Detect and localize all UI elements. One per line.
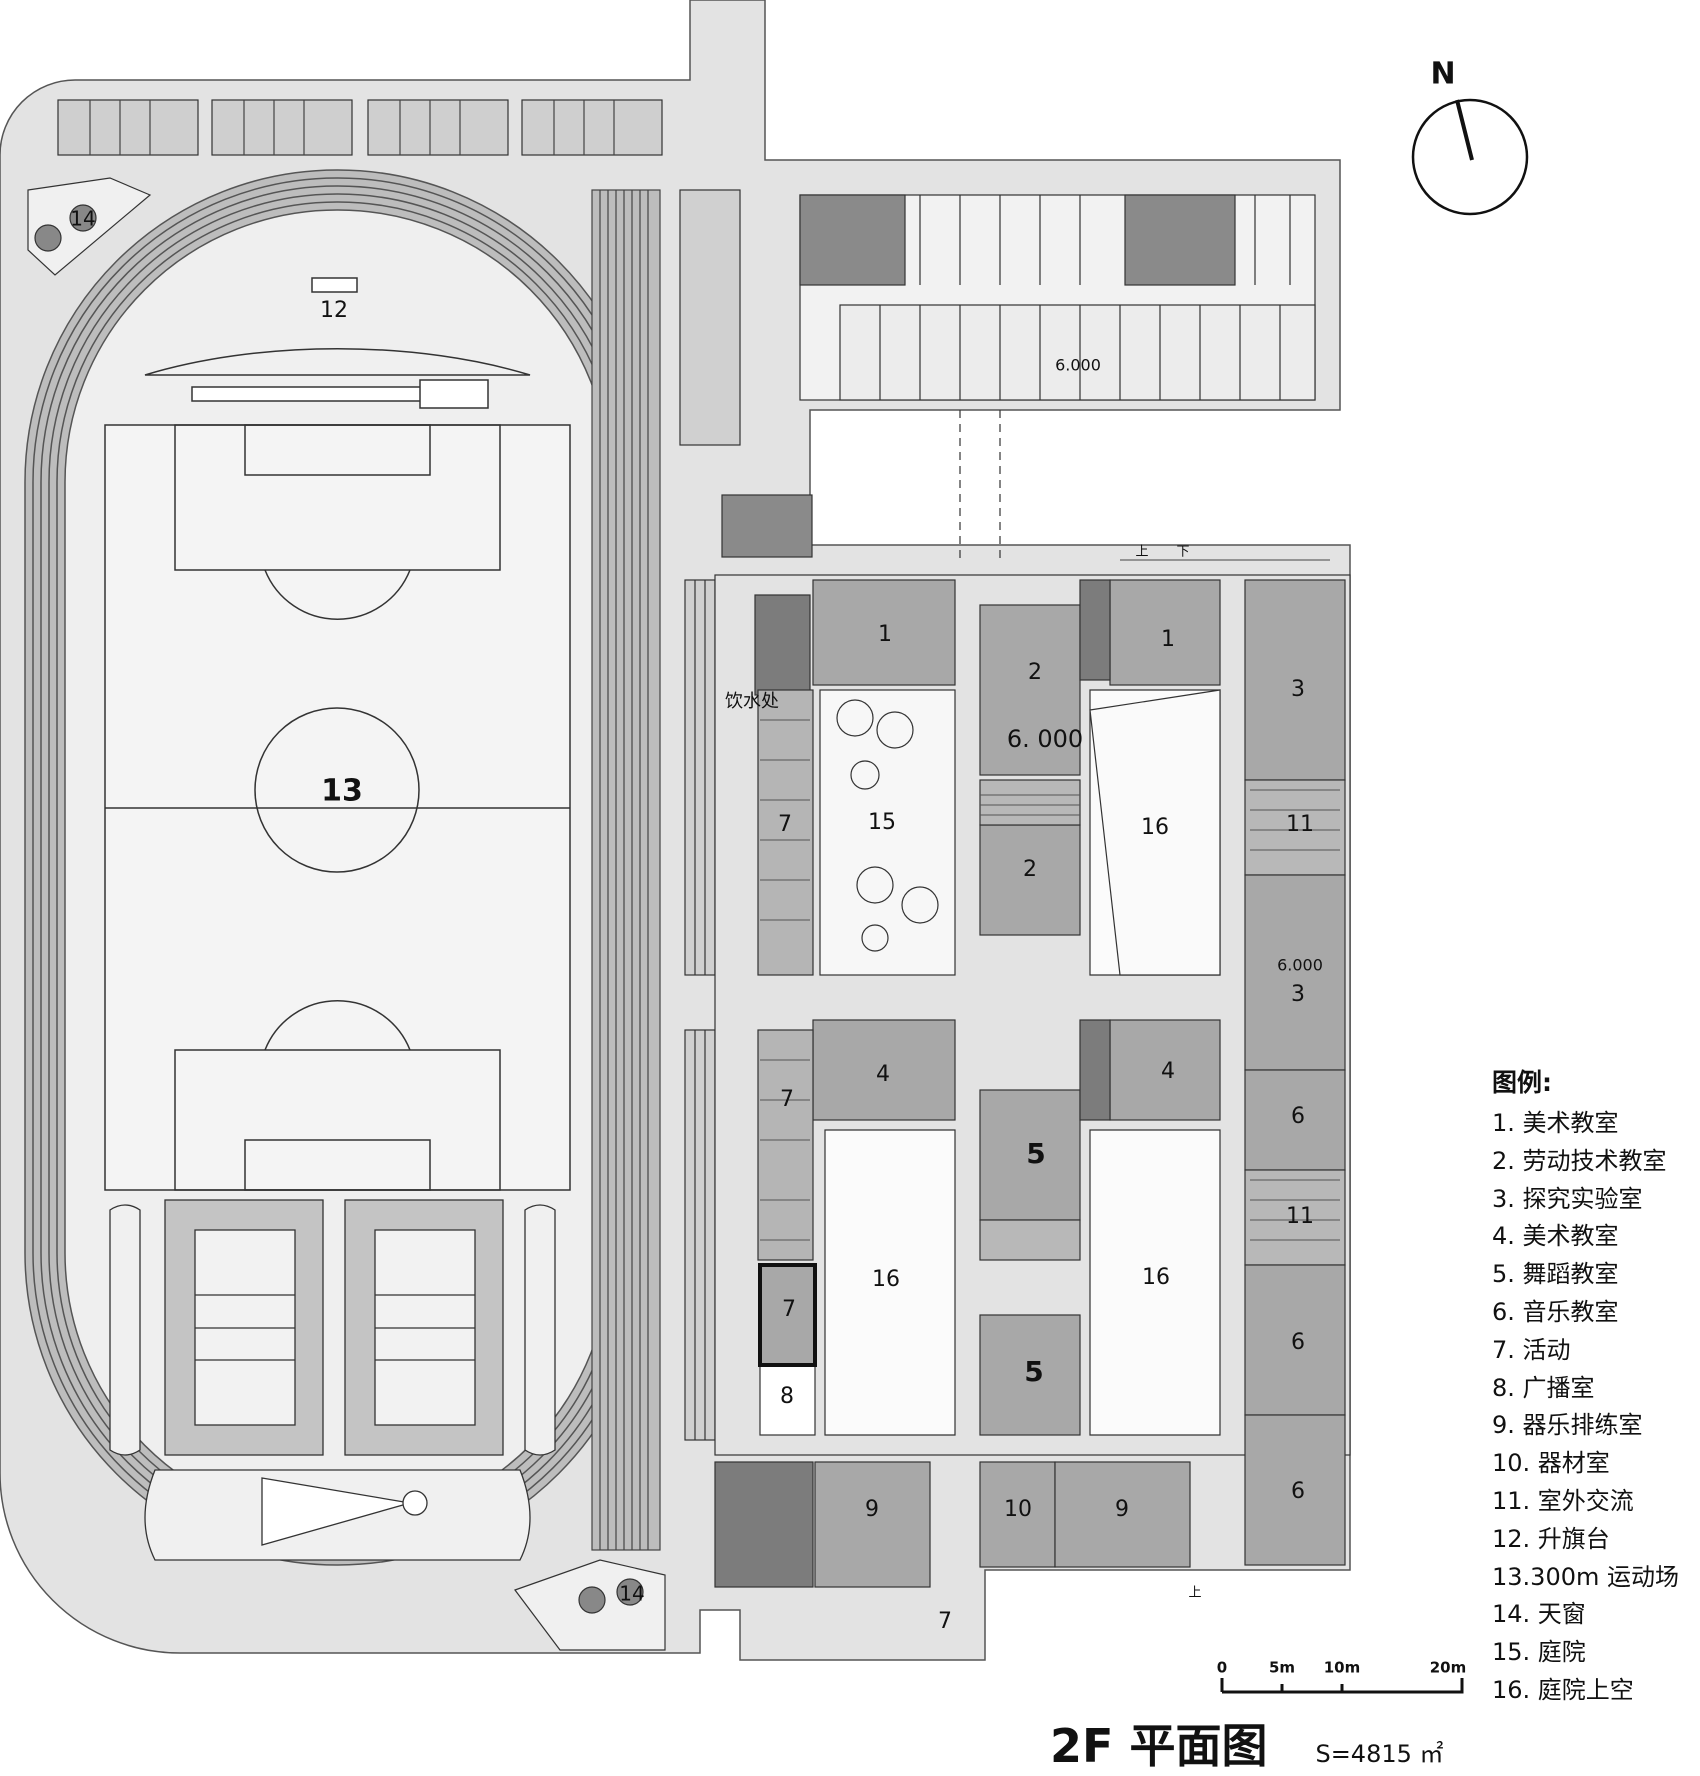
- label-room-7a: 7: [778, 812, 792, 837]
- plan-title-block: 2F 平面图 S=4815 ㎡: [1050, 1710, 1444, 1776]
- label-room-6b: 6: [1291, 1330, 1305, 1355]
- label-room-15: 15: [868, 810, 896, 835]
- label-room-6a: 6: [1291, 1104, 1305, 1129]
- label-room-12: 12: [320, 298, 348, 323]
- legend-item: 11. 室外交流: [1492, 1486, 1634, 1515]
- legend-title: 图例:: [1492, 1068, 1552, 1097]
- label-room-10: 10: [1004, 1497, 1032, 1522]
- scale-bar: 0 5m 10m 20m: [1217, 1659, 1467, 1694]
- legend-item: 6. 音乐教室: [1492, 1297, 1619, 1326]
- label-up-1: 上: [1135, 545, 1148, 560]
- sprint-lanes: [591, 189, 661, 1551]
- north-label: N: [1430, 57, 1455, 92]
- label-room-9b: 9: [1115, 1497, 1129, 1522]
- label-room-6c: 6: [1291, 1479, 1305, 1504]
- label-up-2: 上: [1188, 1586, 1201, 1601]
- label-drinking: 饮水处: [725, 691, 779, 712]
- label-room-7d: 7: [938, 1609, 952, 1634]
- label-room-13: 13: [321, 774, 363, 809]
- label-room-1b: 1: [1161, 627, 1175, 652]
- parking-strips: [57, 99, 663, 156]
- dorm-block: [799, 194, 1316, 560]
- legend-item: 14. 天窗: [1492, 1600, 1586, 1629]
- label-down-1: 下: [1176, 545, 1189, 560]
- legend-item: 16. 庭院上空: [1492, 1675, 1634, 1704]
- legend-item: 10. 器材室: [1492, 1449, 1610, 1478]
- label-elev-b: 6. 000: [1007, 725, 1083, 753]
- corridor-structures: [679, 189, 813, 1441]
- label-room-1a: 1: [878, 622, 892, 647]
- label-room-11b: 11: [1286, 1204, 1314, 1229]
- label-room-7b: 7: [780, 1087, 794, 1112]
- floor-area: S=4815 ㎡: [1315, 1740, 1444, 1768]
- legend: 图例: 1. 美术教室 2. 劳动技术教室 3. 探究实验室 4. 美术教室 5…: [1492, 1063, 1679, 1710]
- plan-labels: 1 1 2 2 3 3 4 4 5 5 6 6 6 7 7 7 7 8 9 9 …: [70, 207, 1323, 1635]
- label-room-2b: 2: [1023, 857, 1037, 882]
- legend-item: 12. 升旗台: [1492, 1524, 1610, 1553]
- legend-item: 8. 广播室: [1492, 1373, 1595, 1402]
- legend-item: 2. 劳动技术教室: [1492, 1146, 1667, 1175]
- volleyball-courts: [109, 1199, 556, 1561]
- label-room-3b: 3: [1291, 982, 1305, 1007]
- legend-item: 3. 探究实验室: [1492, 1184, 1643, 1213]
- north-arrow: N: [1411, 57, 1529, 216]
- label-elev-c: 6.000: [1277, 956, 1323, 975]
- courtyards: [819, 689, 1221, 1436]
- label-room-3a: 3: [1291, 677, 1305, 702]
- scale-tick-20m: 20m: [1430, 1659, 1467, 1677]
- legend-list: 1. 美术教室 2. 劳动技术教室 3. 探究实验室 4. 美术教室 5. 舞蹈…: [1492, 1105, 1679, 1710]
- rooms: [714, 579, 1346, 1588]
- label-room-16c: 16: [1142, 1265, 1170, 1290]
- label-room-16b: 16: [872, 1267, 900, 1292]
- label-room-11a: 11: [1286, 812, 1314, 837]
- label-elev-a: 6.000: [1055, 356, 1101, 375]
- label-room-5b: 5: [1024, 1355, 1043, 1388]
- stairs: [760, 559, 1340, 1241]
- label-room-2a: 2: [1028, 660, 1042, 685]
- label-room-4b: 4: [1161, 1059, 1175, 1084]
- football-pitch: [104, 277, 571, 1191]
- legend-item: 13.300m 运动场: [1492, 1562, 1679, 1591]
- scale-tick-5m: 5m: [1269, 1659, 1295, 1677]
- legend-item: 15. 庭院: [1492, 1638, 1586, 1667]
- legend-item: 7. 活动: [1492, 1335, 1571, 1364]
- label-room-16a: 16: [1141, 815, 1169, 840]
- label-room-9a: 9: [865, 1497, 879, 1522]
- label-room-8: 8: [780, 1384, 794, 1409]
- legend-item: 9. 器乐排练室: [1492, 1411, 1643, 1440]
- label-room-4a: 4: [876, 1062, 890, 1087]
- label-room-7c: 7: [782, 1297, 796, 1322]
- plan-title: 2F 平面图: [1050, 1719, 1268, 1773]
- scale-tick-10m: 10m: [1324, 1659, 1361, 1677]
- legend-item: 1. 美术教室: [1492, 1109, 1619, 1137]
- room-7-highlight: [758, 1263, 817, 1367]
- label-room-5a: 5: [1026, 1137, 1045, 1170]
- legend-item: 5. 舞蹈教室: [1492, 1260, 1619, 1289]
- scale-tick-0: 0: [1217, 1659, 1227, 1677]
- legend-item: 4. 美术教室: [1492, 1222, 1619, 1251]
- label-room-14a: 14: [70, 207, 95, 231]
- skylight-14: [27, 177, 666, 1651]
- label-room-14b: 14: [619, 1582, 644, 1606]
